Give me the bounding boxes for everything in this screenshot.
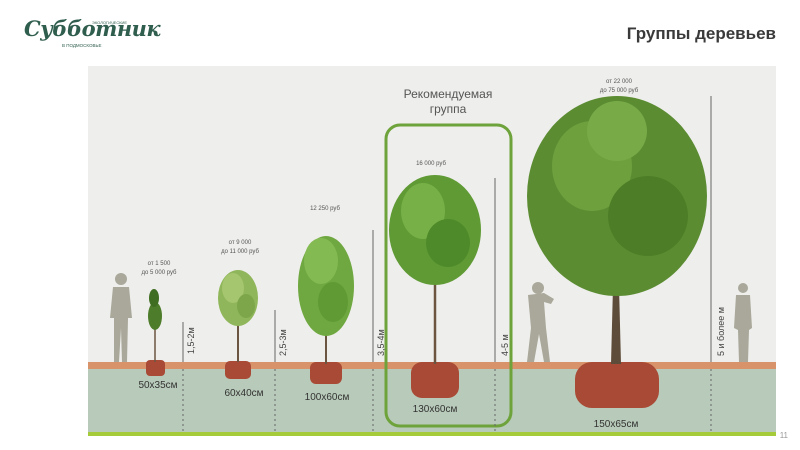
logo-text: Субботник: [24, 16, 161, 41]
page-title: Группы деревьев: [626, 24, 776, 43]
height-label: 2,5-3м: [278, 329, 288, 356]
logo-tagline: ЭКОЛОГИЧЕСКИЕ: [92, 20, 128, 25]
person-silhouette-icon: [110, 273, 132, 362]
person-silhouette-icon: [527, 282, 554, 362]
price-label: 16 000 руб: [416, 161, 446, 167]
person-silhouette-icon: [734, 283, 752, 362]
logo-icon: Субботник ЭКОЛОГИЧЕСКИЕ В ПОДМОСКОВЬЕ: [24, 16, 161, 54]
price-label: до 5 000 руб: [142, 270, 178, 276]
tree-icon: [146, 289, 165, 376]
price-label: от 1 500: [148, 261, 171, 267]
recommended-frame: [384, 123, 513, 428]
recommended-label: группа: [430, 102, 467, 116]
tree-icon: [389, 175, 481, 398]
price-label: от 9 000: [229, 240, 252, 246]
tree-icon: [527, 96, 707, 408]
height-label: 1,5-2м: [186, 327, 196, 354]
tree-icon: [218, 270, 258, 379]
tree-icon: [298, 236, 354, 384]
height-label: 4-5 м: [500, 334, 510, 356]
tree-groups-illustration: Рекомендуемая группа: [88, 66, 776, 440]
pot-size-label: 60x40см: [224, 388, 263, 399]
price-label: до 75 000 руб: [600, 88, 639, 94]
pot-size-label: 50x35см: [138, 380, 177, 391]
pot-size-label: 100x60см: [305, 392, 350, 403]
recommended-label: Рекомендуемая: [404, 87, 493, 101]
height-label: 3,5-4м: [376, 329, 386, 356]
price-label: 12 250 руб: [310, 206, 340, 212]
price-label: от 22 000: [606, 79, 633, 85]
grass-line: [88, 432, 776, 436]
price-label: до 11 000 руб: [221, 249, 259, 255]
pot-size-label: 150x65см: [594, 419, 639, 430]
page-number: 11: [779, 431, 788, 440]
pot-size-label: 130x60см: [413, 404, 458, 415]
height-marker: [182, 96, 712, 432]
height-label: 5 и более м: [716, 307, 726, 356]
logo-subtitle: В ПОДМОСКОВЬЕ: [62, 43, 102, 48]
